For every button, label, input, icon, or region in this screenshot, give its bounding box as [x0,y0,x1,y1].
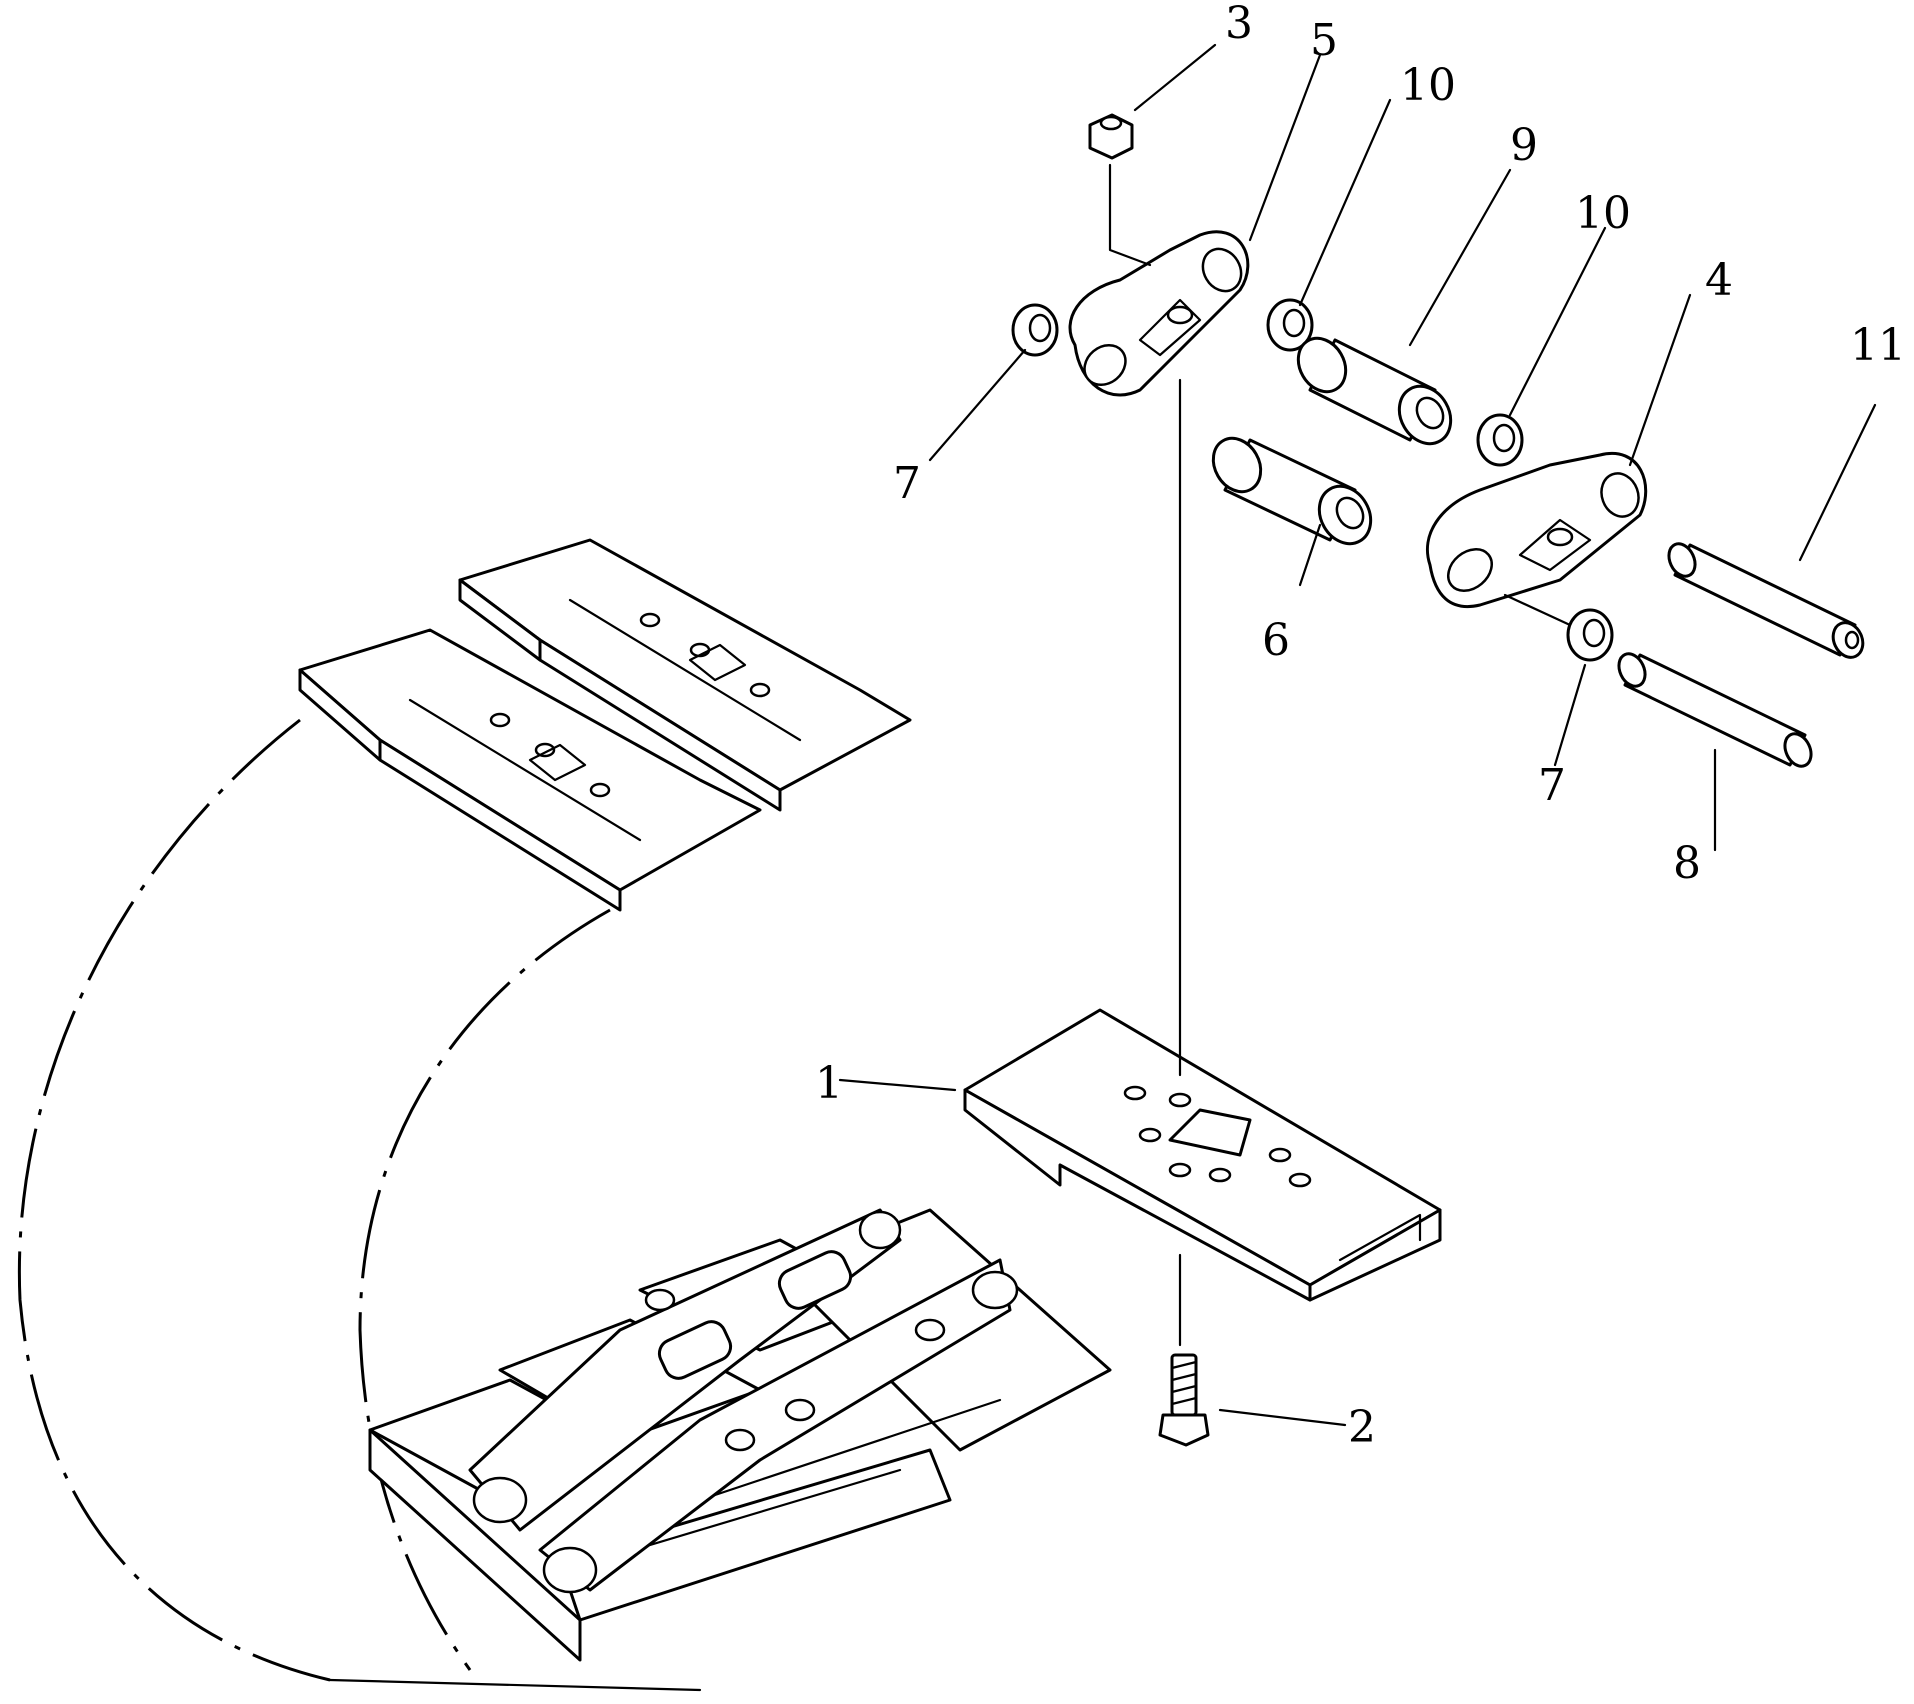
callout-2: 2 [1348,1402,1376,1453]
callout-8: 8 [1673,838,1701,889]
pin-part-8 [1617,652,1813,768]
callout-6: 6 [1262,615,1290,666]
master-link-part-5 [1068,230,1250,397]
bolt-part-2 [1158,1353,1210,1447]
callout-3: 3 [1225,0,1253,49]
lower-track-assembly [368,1208,1112,1662]
seal-part-10-right [1476,413,1524,467]
callout-7-right: 7 [1538,760,1566,811]
callout-labels: 1 2 3 4 5 6 7 7 8 9 10 10 11 [815,0,1906,1453]
callout-10-left: 10 [1400,60,1456,111]
pin-part-11 [1667,542,1865,659]
upper-track-shoes [298,538,912,912]
callout-1: 1 [815,1058,843,1109]
leader-lines [838,43,1877,1427]
washer-part-7-right [1566,608,1614,662]
callout-4: 4 [1705,255,1733,306]
bushing-part-6 [1211,436,1373,546]
washer-part-7-left [1011,303,1059,357]
callout-9: 9 [1510,120,1538,171]
assembly-center-lines [1108,163,1572,1347]
callout-10-right: 10 [1575,188,1631,239]
nut-part-3 [1088,113,1134,160]
callout-7-left: 7 [893,458,921,509]
master-link-part-4 [1425,451,1648,608]
track-loop-outline [17,718,702,1692]
callout-5: 5 [1310,15,1338,66]
track-shoe-part-1 [963,1008,1442,1302]
bushing-part-9 [1296,336,1453,446]
seal-part-10-left [1266,298,1314,352]
callout-11: 11 [1850,320,1906,371]
